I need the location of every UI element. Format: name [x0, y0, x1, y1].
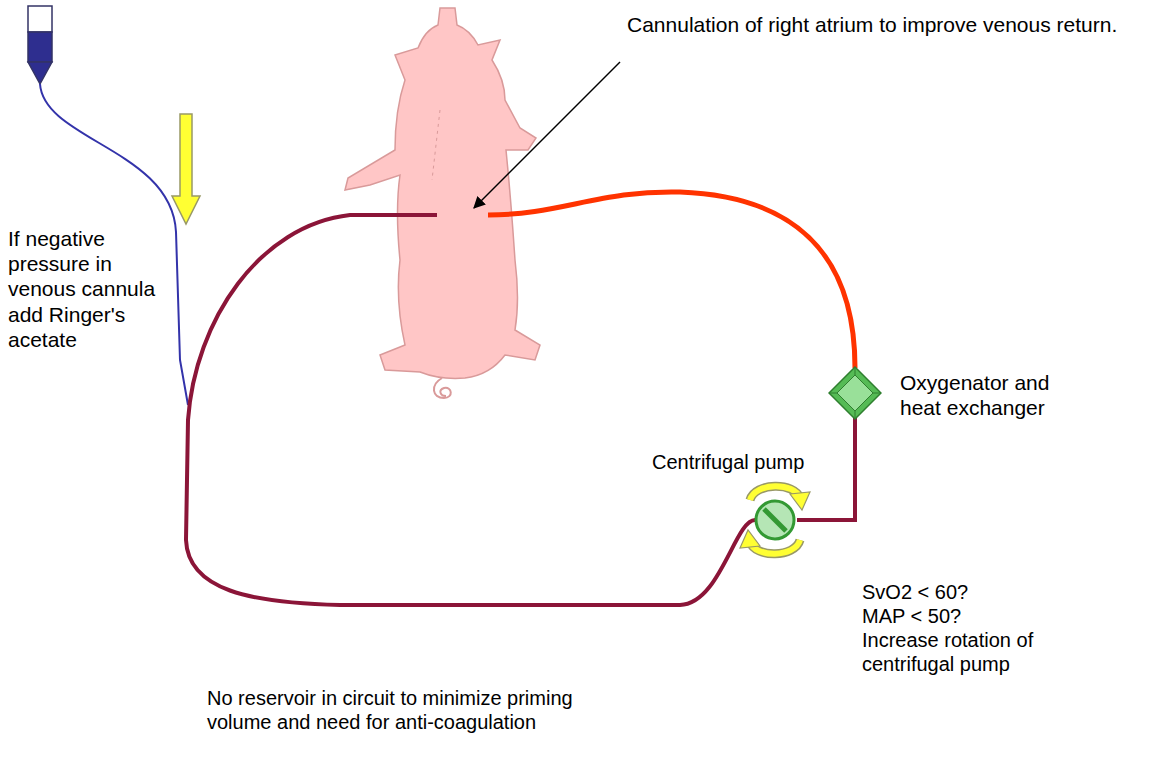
node-label: Centrifugal pump: [652, 450, 804, 474]
node-label: Oxygenator and heat exchanger: [900, 366, 1065, 420]
bag-fluid: [28, 32, 52, 62]
oxygenator-diamond: [828, 366, 882, 420]
diamond-face: [837, 375, 873, 411]
pump-slash: [764, 509, 786, 531]
pig-mark: [432, 110, 440, 180]
pump-rotor: [756, 501, 794, 539]
rotation-arrowhead: [790, 492, 810, 510]
design-note: No reservoir in circuit to minimize prim…: [207, 686, 627, 734]
pump-node: Centrifugal pump: [652, 450, 804, 544]
leader-line: [474, 62, 620, 208]
instruction-note: If negative pressure in venous cannula a…: [8, 226, 168, 352]
bag-tip: [28, 62, 52, 84]
pump-circle: [753, 498, 797, 542]
flow-arrow: [172, 114, 200, 224]
venous-line: [186, 215, 755, 605]
diamond-edge: [829, 367, 881, 419]
pig-body: [345, 8, 540, 378]
oxygenator-node: Oxygenator and heat exchanger: [828, 366, 1065, 420]
rotation-arrowhead: [740, 530, 760, 548]
annotation-note: Cannulation of right atrium to improve v…: [627, 12, 1137, 37]
pig-tail: [434, 378, 451, 398]
tube-connector: [804, 420, 855, 520]
bag-top: [28, 6, 52, 32]
condition-note: SvO2 < 60?: [862, 580, 1092, 604]
diamond-outline: [829, 367, 881, 419]
action-note: Increase rotation of centrifugal pump: [862, 628, 1092, 676]
arterial-line: [488, 192, 855, 368]
condition-note: MAP < 50?: [862, 604, 1092, 628]
